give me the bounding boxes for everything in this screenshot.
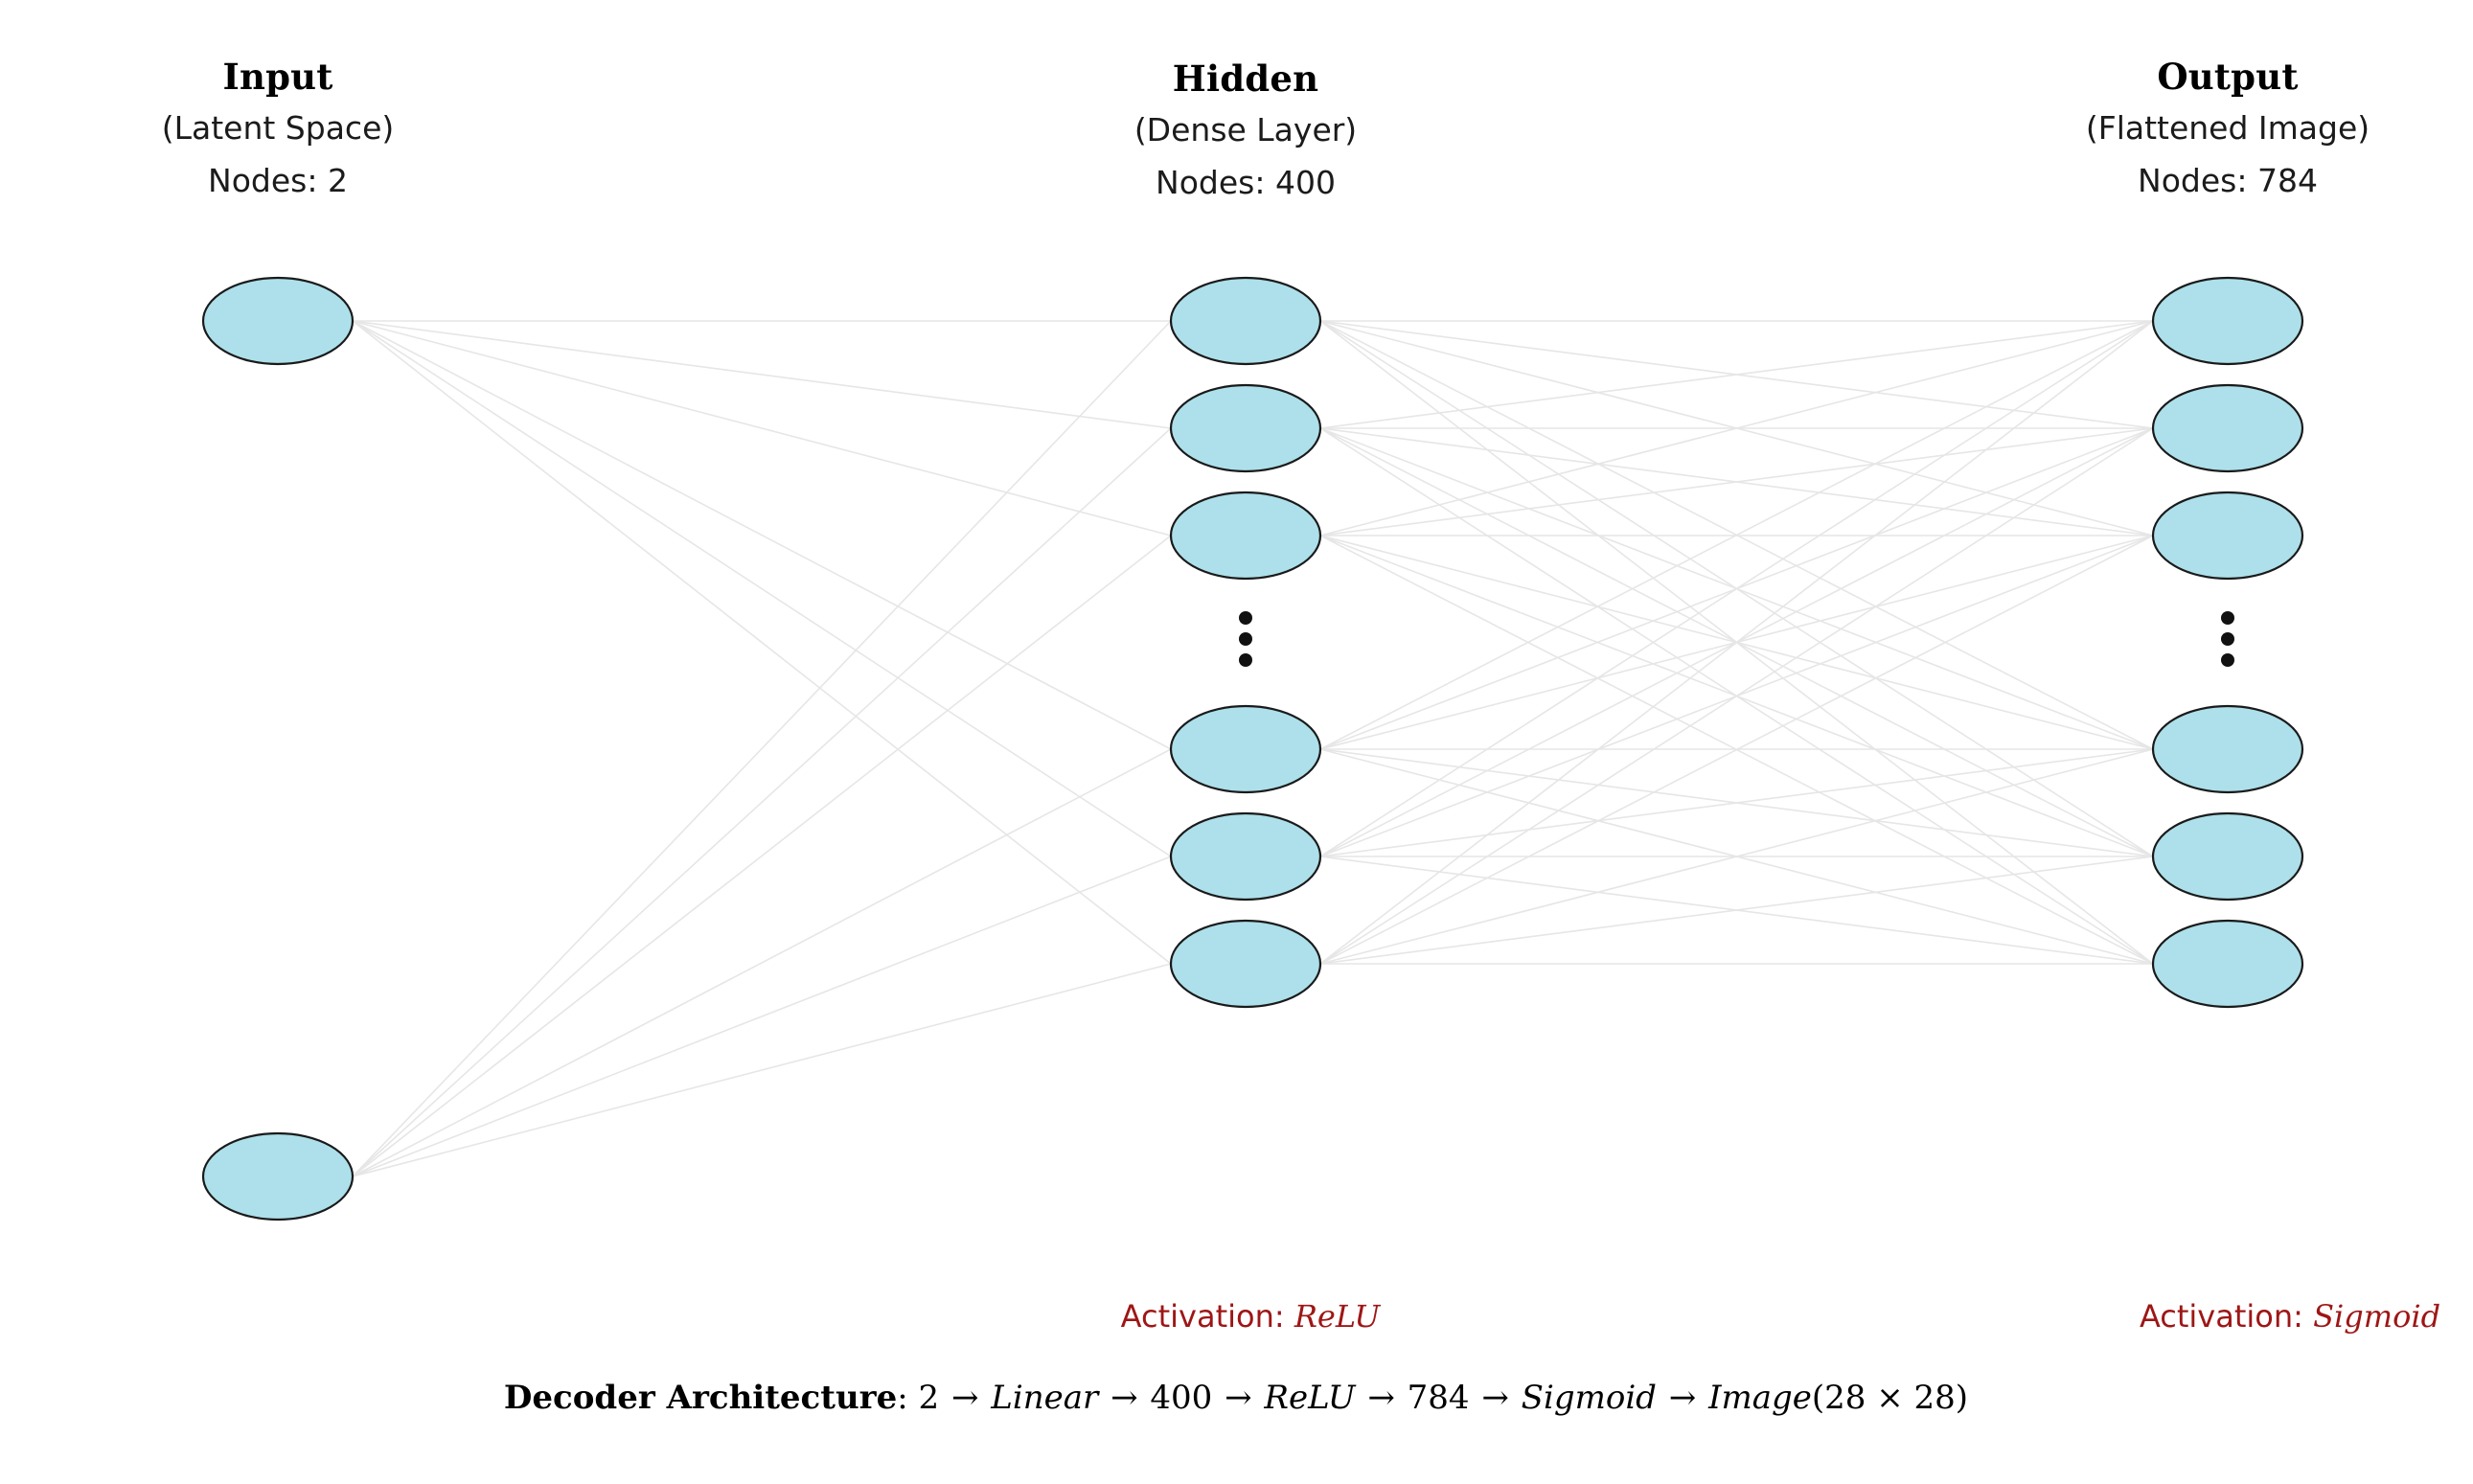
node-output-1 xyxy=(2151,276,2304,366)
caption-token-7: → xyxy=(1367,1379,1395,1417)
node-output-3 xyxy=(2151,491,2304,581)
layer-header-input: Input (Latent Space) Nodes: 2 xyxy=(161,56,395,199)
caption-token-1: → xyxy=(950,1379,979,1417)
connection-edge xyxy=(352,320,1172,429)
node-output-5 xyxy=(2151,811,2304,902)
connection-edge xyxy=(1319,320,2154,750)
caption-token-8: 784 xyxy=(1407,1379,1470,1417)
layer-header-output: Output (Flattened Image) Nodes: 784 xyxy=(2085,56,2370,199)
caption-token-3: → xyxy=(1111,1379,1138,1417)
caption-token-13: (28 × 28) xyxy=(1811,1379,1969,1417)
caption-token-12: Image xyxy=(1708,1379,1812,1417)
connection-edge xyxy=(352,320,1172,965)
node-output-4 xyxy=(2151,704,2304,794)
connection-edge xyxy=(1319,856,2154,965)
connection-edge xyxy=(352,320,1172,1177)
layer-title-output: Output xyxy=(2157,56,2299,98)
layer-nodecount-hidden: Nodes: 400 xyxy=(1156,164,1336,201)
caption-token-11: → xyxy=(1668,1379,1697,1417)
vertical-ellipsis-dot-output-1 xyxy=(2221,611,2234,625)
node-hidden-6 xyxy=(1169,919,1322,1009)
connection-edge xyxy=(1319,748,2154,965)
caption-token-6: ReLU xyxy=(1264,1379,1356,1417)
connection-edge xyxy=(352,320,1172,857)
connection-edge xyxy=(1319,320,2154,537)
node-hidden-4 xyxy=(1169,704,1322,794)
vertical-ellipsis-dot-hidden-2 xyxy=(1239,632,1252,646)
connection-edge xyxy=(1319,535,2154,965)
connection-edge xyxy=(1319,320,2154,857)
caption-token-4: 400 xyxy=(1150,1379,1213,1417)
activation-label-output: Activation: Sigmoid xyxy=(2140,1301,2440,1332)
ellipsis-group xyxy=(1239,611,2234,667)
node-hidden-2 xyxy=(1169,383,1322,473)
layer-nodecount-input: Nodes: 2 xyxy=(208,162,348,199)
node-output-6 xyxy=(2151,919,2304,1009)
node-input-2 xyxy=(201,1131,355,1221)
layer-title-hidden: Hidden xyxy=(1172,57,1319,100)
connection-edge xyxy=(352,535,1172,1177)
activation-name-relu: ReLU xyxy=(1294,1298,1381,1335)
layer-title-input: Input xyxy=(222,56,333,98)
node-hidden-3 xyxy=(1169,491,1322,581)
caption-token-9: → xyxy=(1481,1379,1509,1417)
connection-edge xyxy=(352,748,1172,1177)
caption-token-sequence: 2 → Linear → 400 → ReLU → 784 → Sigmoid … xyxy=(919,1379,1969,1417)
caption-bold-prefix: Decoder Architecture xyxy=(503,1379,898,1417)
connection-edge xyxy=(1319,320,2154,429)
activation-prefix-output: Activation: xyxy=(2139,1298,2303,1335)
caption-token-2: Linear xyxy=(991,1379,1099,1417)
connection-edge xyxy=(1319,320,2154,965)
caption-separator: : xyxy=(897,1379,908,1417)
connection-edge xyxy=(352,320,1172,750)
activation-label-hidden: Activation: ReLU xyxy=(1121,1301,1381,1332)
connection-edge xyxy=(352,427,1172,1177)
vertical-ellipsis-dot-hidden-1 xyxy=(1239,611,1252,625)
activation-prefix-hidden: Activation: xyxy=(1120,1298,1285,1335)
connection-edge xyxy=(1319,748,2154,857)
edges-group xyxy=(352,320,2154,1177)
vertical-ellipsis-dot-output-2 xyxy=(2221,632,2234,646)
connection-edge xyxy=(352,320,1172,537)
caption-token-5: → xyxy=(1225,1379,1252,1417)
node-hidden-5 xyxy=(1169,811,1322,902)
layer-subtitle-input: (Latent Space) xyxy=(161,109,395,147)
connection-edge xyxy=(352,856,1172,1177)
caption-token-0: 2 xyxy=(918,1379,940,1417)
caption-token-10: Sigmoid xyxy=(1521,1379,1657,1417)
vertical-ellipsis-dot-hidden-3 xyxy=(1239,653,1252,667)
nodes-group xyxy=(201,276,2304,1221)
node-input-1 xyxy=(201,276,355,366)
layer-subtitle-hidden: (Dense Layer) xyxy=(1133,111,1358,148)
activation-name-sigmoid: Sigmoid xyxy=(2313,1298,2441,1335)
layer-subtitle-output: (Flattened Image) xyxy=(2085,109,2370,147)
connection-edge xyxy=(1319,427,2154,537)
layer-nodecount-output: Nodes: 784 xyxy=(2138,162,2318,199)
connection-edge xyxy=(1319,427,2154,965)
node-hidden-1 xyxy=(1169,276,1322,366)
connection-edge xyxy=(352,963,1172,1177)
node-output-2 xyxy=(2151,383,2304,473)
vertical-ellipsis-dot-output-3 xyxy=(2221,653,2234,667)
architecture-caption: Decoder Architecture: 2 → Linear → 400 →… xyxy=(504,1381,1968,1414)
layer-header-hidden: Hidden (Dense Layer) Nodes: 400 xyxy=(1133,57,1358,201)
